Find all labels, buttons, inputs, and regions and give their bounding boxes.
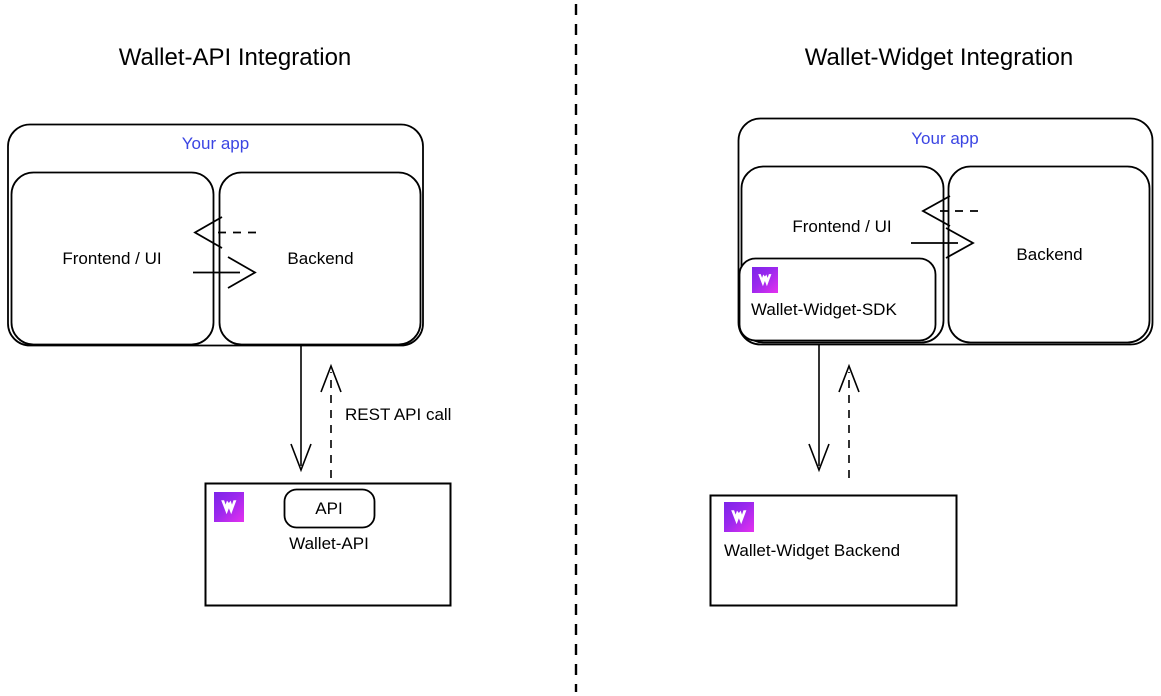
right-backend-box: [947, 165, 1151, 344]
left-rest-down-arrow: [290, 346, 312, 473]
page-title-right: Wallet-Widget Integration: [804, 44, 1074, 71]
venly-logo-icon: [724, 502, 754, 532]
right-down-arrow: [808, 344, 830, 473]
right-your-app-label: Your app: [911, 129, 979, 148]
right-frontend-label: Frontend / UI: [792, 217, 892, 236]
left-backend-box: [218, 171, 422, 346]
left-api-chip-label: API: [315, 499, 343, 518]
venly-logo-icon: [214, 492, 244, 522]
right-up-arrow: [838, 363, 860, 478]
right-response-arrow: [921, 195, 978, 227]
left-frontend-box: [10, 171, 215, 346]
page-title-left: Wallet-API Integration: [118, 44, 352, 71]
left-your-app-label: Your app: [181, 134, 250, 153]
left-rest-api-call-label: REST API call: [345, 405, 452, 424]
left-frontend-label: Frontend / UI: [62, 249, 162, 268]
venly-logo-icon: [752, 267, 778, 293]
right-wallet-widget-backend-label: Wallet-Widget Backend: [724, 541, 901, 560]
left-rest-up-arrow: [320, 363, 342, 478]
left-request-arrow: [193, 256, 257, 289]
left-api-chip: [283, 488, 376, 529]
right-request-arrow: [911, 227, 975, 259]
right-sdk-box: [738, 257, 937, 342]
left-backend-label: Backend: [287, 249, 354, 268]
right-sdk-label: Wallet-Widget-SDK: [751, 300, 897, 319]
left-response-arrow: [193, 216, 256, 249]
left-wallet-api-label: Wallet-API: [289, 534, 369, 553]
right-backend-label: Backend: [1016, 245, 1083, 264]
